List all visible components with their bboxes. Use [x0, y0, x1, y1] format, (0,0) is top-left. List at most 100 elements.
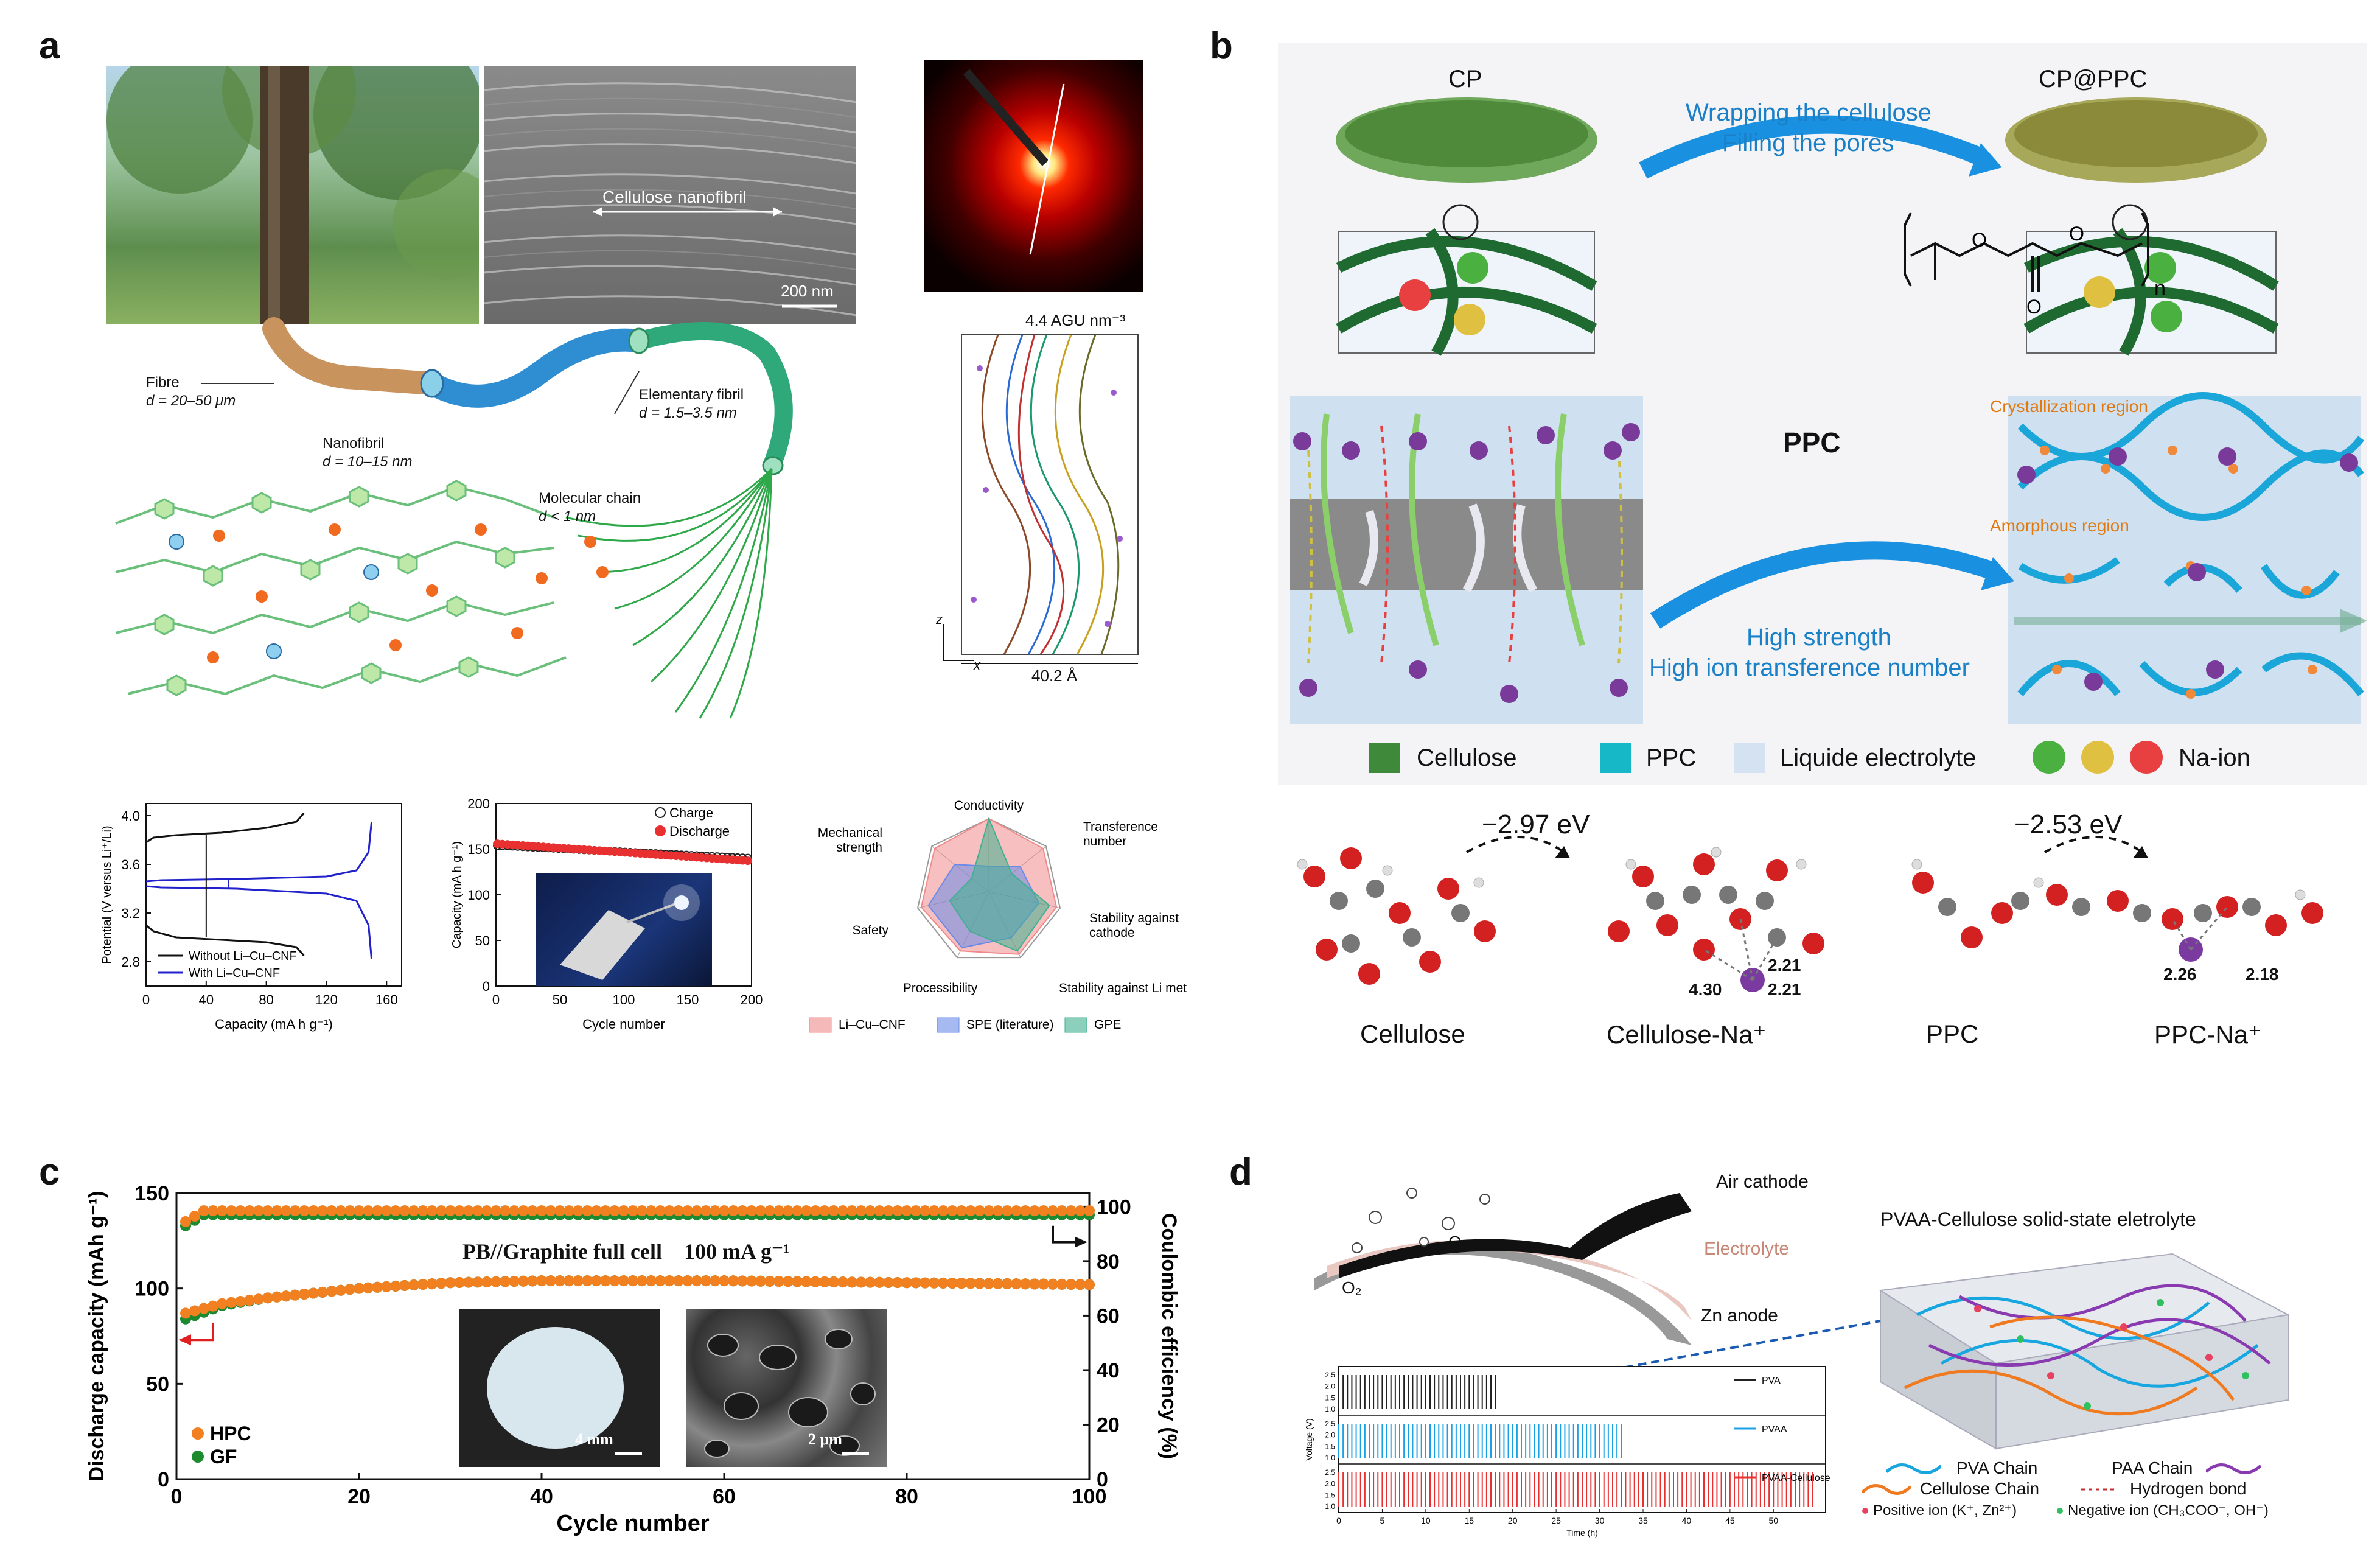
ce-point [582, 1205, 593, 1217]
x-tick-label: 30 [1595, 1516, 1605, 1525]
radar-axis-label: Stability against [1089, 911, 1179, 925]
panel-b-legend: Cellulose PPC Liquide electrolyte Na-ion [1369, 740, 2343, 776]
legend-label: With Li–Cu–CNF [189, 967, 280, 980]
right-axis-indicator [1052, 1225, 1080, 1244]
capacity-point [874, 1276, 885, 1288]
capacity-point [454, 1276, 465, 1288]
cellulose-swatch [1862, 1484, 1911, 1495]
capacity-point [344, 1284, 355, 1295]
ce-point [993, 1205, 1003, 1217]
capacity-point [956, 1278, 967, 1289]
capacity-point [764, 1275, 775, 1287]
pouch-cell-photo [536, 873, 712, 986]
ce-point [920, 1205, 930, 1217]
legend-label: Li–Cu–CNF [839, 1018, 906, 1032]
plot-frame [175, 1192, 1091, 1480]
md-structure [943, 334, 1139, 664]
capacity-point [673, 1275, 684, 1287]
tree-photo [106, 66, 479, 324]
panel-d-legend: PVA Chain PAA Chain Cellulose Chain Hydr… [1862, 1455, 2312, 1540]
capacity-point [920, 1277, 930, 1289]
x-tick-label: 50 [553, 992, 567, 1007]
electrolyte-title: PVAA-Cellulose solid-state eletrolyte [1880, 1208, 2196, 1230]
ce-point [591, 1205, 602, 1217]
ce-point [655, 1205, 666, 1217]
legend-marker [192, 1427, 204, 1440]
fibre-hierarchy-svg [115, 317, 793, 719]
radar-axis-label: Processibility [903, 981, 978, 995]
tree-illustration [106, 66, 479, 324]
x-tick-label: 120 [315, 992, 338, 1007]
fibre-hierarchy: Fibre d = 20–50 μm Nanofibril d = 10–15 … [91, 317, 882, 730]
radar-axis-label: Safety [852, 923, 888, 937]
ce-point [554, 1205, 565, 1217]
capacity-point [1029, 1278, 1040, 1290]
x-tick-label: 35 [1638, 1516, 1648, 1525]
hbond-swatch [2081, 1488, 2118, 1491]
ce-point [198, 1205, 209, 1217]
capacity-point [180, 1307, 191, 1319]
ce-point [226, 1205, 237, 1217]
radar-axis-label: number [1083, 835, 1126, 849]
capacity-point [655, 1275, 666, 1287]
y-tick-label: 2.5 [1325, 1419, 1335, 1428]
sad-face-icon [2130, 741, 2163, 774]
ce-point [929, 1205, 940, 1217]
y-tick-label: 1.0 [1325, 1502, 1335, 1511]
x-tick-label: 100 [1072, 1485, 1107, 1508]
capacity-point [372, 1281, 383, 1293]
panel-b-letter: b [1210, 25, 1233, 67]
capacity-point [929, 1277, 940, 1289]
capacity-point [728, 1275, 739, 1287]
legend-hbond: Hydrogen bond [2130, 1479, 2247, 1498]
legend-pos-ion: Positive ion (K⁺, Zn²⁺) [1873, 1502, 2017, 1519]
y-tick-label: 2.8 [121, 954, 140, 970]
x-tick-label: 25 [1551, 1516, 1561, 1525]
capacity-point [1047, 1278, 1058, 1290]
y-axis-label: Voltage (V) [1304, 1418, 1314, 1460]
x-tick-label: 0 [171, 1485, 183, 1508]
ce-point [536, 1205, 547, 1217]
ce-point [938, 1205, 949, 1217]
series-line-discharge [145, 885, 373, 960]
bond-distance-3: 2.21 [1768, 980, 1801, 999]
ce-point [408, 1205, 419, 1217]
legend-swatch [1064, 1017, 1087, 1033]
capacity-point [335, 1284, 346, 1296]
capacity-point [1011, 1278, 1022, 1290]
ce-point [627, 1205, 638, 1217]
capacity-point [810, 1276, 821, 1287]
ce-point [792, 1205, 803, 1217]
sem-scale: 200 nm [781, 282, 834, 300]
ce-point [865, 1205, 876, 1217]
capacity-point [545, 1275, 556, 1287]
x-tick-label: 40 [1682, 1516, 1692, 1525]
legend-swatch-electrolyte [1734, 743, 1765, 773]
x-tick-label: 160 [375, 992, 398, 1007]
density-label: 4.4 AGU nm⁻³ [1025, 311, 1125, 329]
ce-point [335, 1205, 346, 1217]
capacity-point [801, 1276, 812, 1287]
x-tick-label: 15 [1464, 1516, 1474, 1525]
ce-point [436, 1205, 447, 1217]
ce-point [308, 1205, 319, 1217]
capacity-point [262, 1292, 273, 1304]
capacity-point [819, 1276, 830, 1287]
chart-zn-air-voltage: PVA1.01.52.02.5PVAA1.01.52.02.5PVAA-Cell… [1304, 1366, 1830, 1538]
gel-electrolyte-svg [1879, 1253, 2291, 1450]
ce-point [719, 1205, 730, 1217]
ce-point [819, 1205, 830, 1217]
radar-series [949, 816, 1050, 952]
capacity-point [582, 1275, 593, 1287]
series-line-charge [145, 821, 373, 883]
series-line-discharge [145, 924, 305, 956]
capacity-point [189, 1305, 200, 1317]
ce-point [856, 1205, 867, 1217]
neutral-face-icon [2081, 741, 2114, 774]
y-tick-label: 200 [467, 796, 490, 811]
pva-swatch [1886, 1463, 1941, 1474]
capacity-point [299, 1289, 310, 1300]
y-tick-label: 2.0 [1325, 1382, 1335, 1391]
x-tick-label: 50 [1768, 1516, 1778, 1525]
